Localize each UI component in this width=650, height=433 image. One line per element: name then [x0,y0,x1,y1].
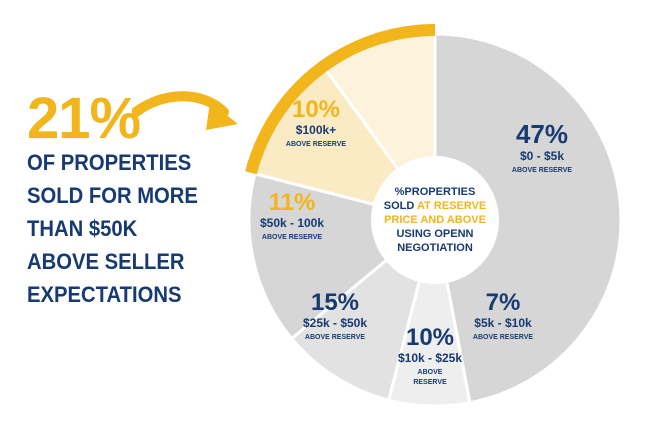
slice-percent-label: 10% [292,96,340,123]
center-line-2-pre: SOLD [383,200,417,212]
center-label: %PROPERTIES SOLD AT RESERVE PRICE AND AB… [374,159,496,281]
slice-range-label: $25k - $50k [303,316,367,330]
callout-line-2: SOLD FOR MORE [27,183,198,208]
slice-note-label: ABOVE RESERVE [473,334,533,341]
slice-note-label: ABOVE [418,369,443,376]
slice-range-label: $0 - $5k [520,149,564,163]
center-line-5: NEGOTIATION [397,242,473,254]
center-line-2: SOLD AT RESERVE [384,199,487,213]
callout-line-1: OF PROPERTIES [27,150,192,175]
center-line-2-highlight: AT RESERVE [416,200,487,212]
callout-line-4: ABOVE SELLER [27,249,185,274]
slice-note-label: ABOVE RESERVE [512,167,572,174]
slice-range-label: $5k - $10k [474,316,532,330]
slice-range-label: $100k+ [296,123,336,137]
center-line-3: PRICE AND ABOVE [384,214,486,226]
slice-range-label: $50k - 100k [260,216,324,230]
slice-percent-label: 47% [516,119,568,149]
slice-note-label: RESERVE [413,379,447,386]
slice-percent-label: 10% [406,324,454,351]
callout-line-3: THAN $50K [27,216,138,241]
curved-arrow-icon [132,91,238,130]
slice-label-6: 10%$100k+ ABOVE RESERVE [286,96,346,148]
callout-percent: 21% [27,86,141,151]
slice-note-label: ABOVE RESERVE [286,141,346,148]
center-line-4: USING OPENN [396,228,474,240]
slice-range-label: $10k - $25k [398,351,462,365]
callout-line-5: EXPECTATIONS [27,282,182,307]
callout-block: 21% OF PROPERTIES SOLD FOR MORE THAN $50… [27,86,267,311]
slice-percent-label: 7% [486,289,521,316]
highlight-ring [245,24,435,175]
pie-slice-1 [433,32,623,405]
slice-note-label: ABOVE RESERVE [262,234,322,241]
slice-percent-label: 11% [269,189,316,216]
center-line-1: %PROPERTIES [394,186,476,198]
slice-percent-label: 15% [311,289,359,316]
slice-note-label: ABOVE RESERVE [305,334,365,341]
